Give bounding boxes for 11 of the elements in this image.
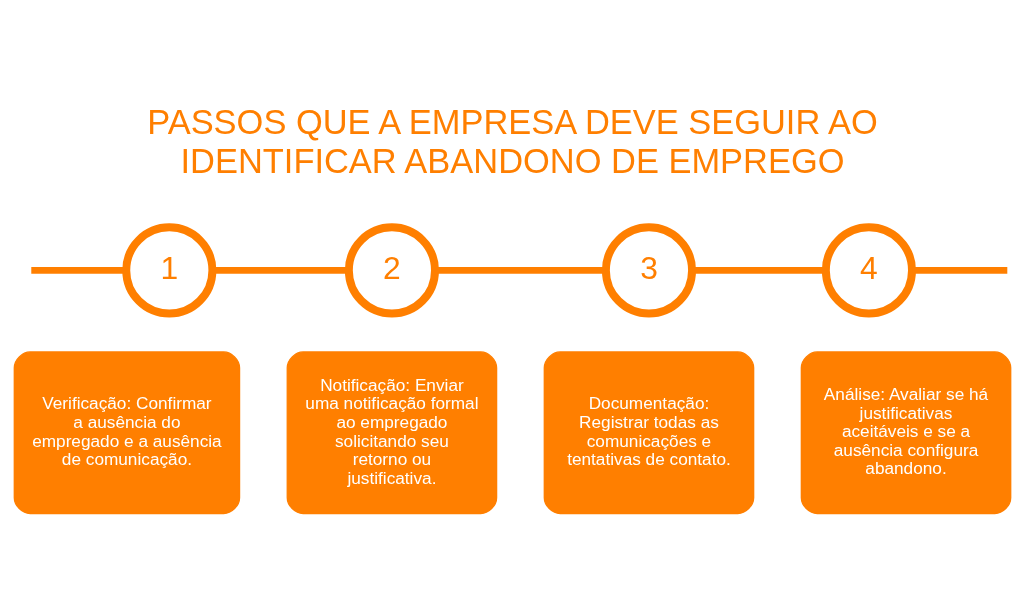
diagram-title: PASSOS QUE A EMPRESA DEVE SEGUIR AO IDENTIFICAR ABANDONO DE EMPREGO [146, 103, 878, 180]
node-circle: 1 [121, 223, 216, 318]
node-circle: 4 [821, 223, 916, 318]
node-box: Documentação: Registrar todas as comunicações e tentativas de contato. [543, 351, 754, 515]
node-circle: 2 [344, 223, 439, 318]
node-circle: 3 [601, 223, 696, 318]
connector [30, 267, 126, 274]
node-box: Análise: Avaliar se há justificativas aceitáveis e se a ausência configura abandono. [800, 351, 1011, 515]
node-box: Verificação: Confirmar a ausência do empregado e a ausência de comunicação. [13, 351, 240, 515]
connector [212, 267, 349, 274]
node-box: Notificação: Enviar uma notificação formal ao empregado solicitando seu retorno ou justificativa. [286, 351, 497, 515]
